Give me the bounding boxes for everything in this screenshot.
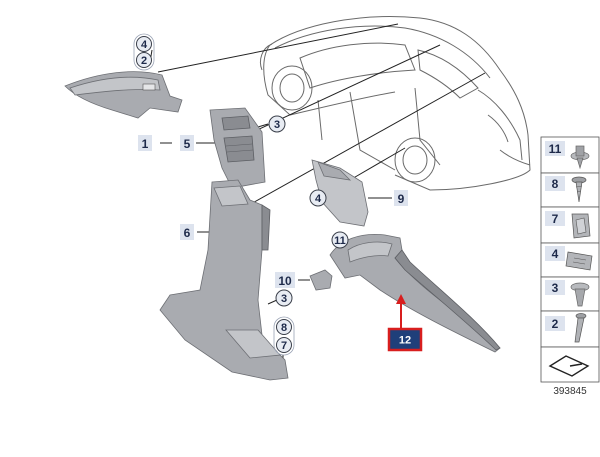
svg-text:3: 3 [552, 281, 559, 295]
part-label-10[interactable]: 10 [275, 272, 295, 288]
svg-text:4: 4 [141, 39, 148, 51]
part-label-5[interactable]: 5 [180, 135, 194, 151]
callout-3-b[interactable]: 3 [275, 289, 293, 307]
leader-part1 [157, 23, 399, 73]
svg-text:6: 6 [184, 226, 191, 240]
svg-text:2: 2 [141, 55, 147, 67]
spring-clip-icon [571, 213, 591, 239]
leader-c3b [267, 299, 278, 305]
svg-text:11: 11 [549, 142, 562, 156]
callout-8[interactable]: 8 [276, 319, 292, 335]
callout-2-top[interactable]: 2 [136, 52, 152, 68]
retainer-clip-icon [565, 251, 593, 271]
svg-text:7: 7 [281, 340, 287, 352]
callout-group-top-frame [133, 33, 155, 71]
part-10-clip [309, 269, 333, 291]
reference-number: 393845 [553, 386, 587, 397]
fastener-legend: 11 8 7 [540, 136, 600, 397]
svg-text:9: 9 [398, 192, 405, 206]
expansion-clip-icon [570, 282, 590, 307]
svg-text:8: 8 [281, 322, 287, 334]
legend-item-3[interactable]: 3 [545, 280, 590, 307]
screw-icon [571, 176, 587, 203]
part-12-pillar [329, 234, 501, 353]
legend-item-11[interactable]: 11 [545, 141, 590, 170]
legend-item-2[interactable]: 2 [545, 313, 587, 343]
svg-text:10: 10 [278, 274, 292, 288]
svg-text:4: 4 [315, 193, 322, 205]
legend-item-8[interactable]: 8 [545, 176, 587, 203]
generic-pad-icon [548, 355, 590, 377]
svg-text:4: 4 [552, 247, 559, 261]
push-clip-icon [570, 145, 590, 170]
part-label-9[interactable]: 9 [394, 190, 408, 206]
part-9-trim [311, 159, 369, 227]
leader-part9 [349, 147, 406, 181]
svg-text:7: 7 [552, 212, 559, 226]
svg-text:3: 3 [274, 119, 280, 131]
svg-text:8: 8 [552, 177, 559, 191]
svg-text:2: 2 [552, 317, 559, 331]
svg-text:11: 11 [334, 235, 346, 247]
callout-3-a[interactable]: 3 [268, 115, 286, 133]
long-screw-icon [574, 313, 587, 343]
highlight-arrow [396, 294, 406, 328]
leader-part6 [239, 72, 486, 211]
callout-11[interactable]: 11 [331, 231, 349, 249]
svg-text:3: 3 [281, 293, 287, 305]
callout-4-mid[interactable]: 4 [309, 189, 327, 207]
callout-group-bottom-frame [273, 316, 295, 356]
car-outline [259, 16, 531, 191]
callout-7[interactable]: 7 [276, 337, 292, 353]
svg-text:12: 12 [399, 335, 411, 347]
callout-4-top[interactable]: 4 [136, 36, 152, 52]
part-1-trim [64, 71, 183, 119]
highlighted-part-label-12[interactable]: 12 [387, 327, 423, 352]
part-label-1[interactable]: 1 [138, 135, 152, 151]
part-label-6[interactable]: 6 [180, 224, 194, 240]
legend-item-4[interactable]: 4 [545, 246, 593, 271]
svg-text:1: 1 [142, 137, 149, 151]
legend-item-7[interactable]: 7 [545, 211, 591, 239]
part-6-pillar [159, 179, 289, 381]
svg-text:5: 5 [184, 137, 191, 151]
part-5-trim [209, 107, 266, 189]
